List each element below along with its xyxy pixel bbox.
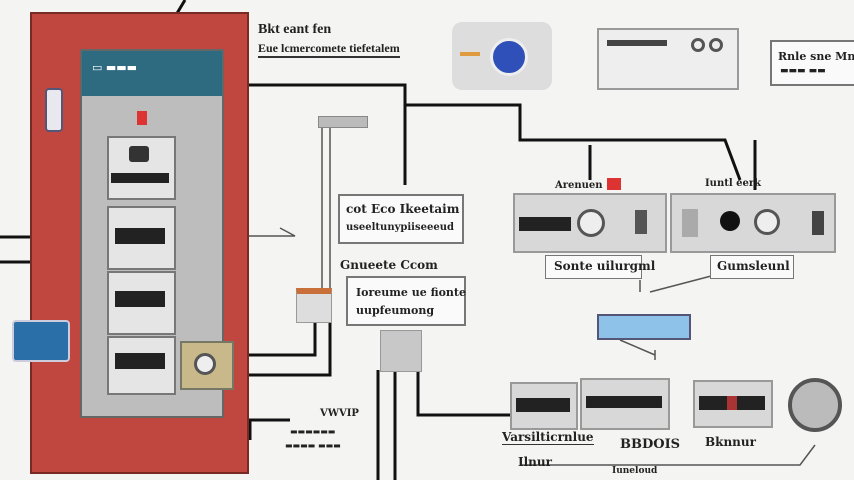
info-box-2-line-2: uupfeumong [356, 304, 435, 317]
info-box-2: Ioreume ue fionte uupfeumong [346, 276, 466, 326]
info-box-1-line-2: useeltunypiiseeeud [346, 222, 454, 233]
globe-circle [490, 38, 528, 76]
globe-icon [452, 22, 552, 90]
tool-icon [12, 320, 70, 362]
bottom-label-5: Iuneloud [612, 466, 658, 476]
blue-module [597, 314, 691, 340]
bottom-label-3: Bknnur [705, 435, 756, 449]
panel-inner: ▭ ▬▬▬ [80, 49, 234, 418]
device-1[interactable] [513, 193, 667, 253]
panel-header: ▭ ▬▬▬ [82, 51, 222, 96]
device-2-caption-text: Gumsleunl [717, 259, 790, 273]
bottom-label-2: BBDOIS [620, 437, 681, 452]
junction-knob [194, 353, 216, 375]
indicator-red [607, 178, 621, 190]
device-2-caption: Gumsleunl [710, 255, 794, 279]
wire-top-right [405, 103, 742, 181]
device-1-switch [635, 210, 647, 234]
bottom-device-3-indicator [727, 396, 737, 410]
device-1-slot [519, 217, 571, 231]
device-2-lever [682, 209, 698, 237]
device-1-knob [577, 209, 605, 237]
device-2-knob [754, 209, 780, 235]
terminal-block [296, 288, 332, 323]
wire-drops [588, 140, 757, 190]
top-device-display [607, 40, 667, 46]
bottom-device-3[interactable] [693, 380, 773, 428]
caption-mid: Gnueete Ccom [340, 258, 438, 272]
meter-module[interactable] [107, 136, 176, 200]
bottom-device-1[interactable] [510, 382, 578, 430]
device-1-caption-text: Sonte uilurgml [554, 259, 656, 273]
info-box-2-line-1: Ioreume ue fionte [356, 286, 466, 299]
arrow [240, 227, 296, 237]
electrical-panel: ▭ ▬▬▬ [30, 12, 249, 474]
top-device-knob-2 [709, 38, 723, 52]
device-1-caption: Sonte uilurgml [545, 255, 655, 279]
small-label-3: ▬▬▬▬ ▬▬▬ [285, 440, 341, 450]
bottom-device-2-slot [586, 396, 662, 408]
bottom-device-1-slot [516, 398, 570, 412]
bottom-line [520, 444, 816, 466]
junction-box[interactable] [180, 341, 234, 390]
pipe-head [318, 116, 368, 128]
wire-down [376, 370, 397, 480]
tape-icon [788, 378, 842, 432]
top-device-1-label: Arenuen [555, 180, 603, 191]
meter-slot [111, 173, 169, 183]
title-line-1: Bkt eant fen [258, 22, 332, 37]
top-device [597, 28, 739, 90]
small-label-2: ▬▬▬▬▬▬ [290, 426, 336, 436]
bottom-label-1: Varsilticrnlue [502, 430, 594, 445]
info-box-1: cot Eco Ikeetaim useeltunypiiseeeud [338, 194, 464, 244]
conduit-box [380, 330, 422, 372]
plug-icon [45, 88, 63, 132]
device-2-button [720, 211, 740, 231]
bottom-device-2[interactable] [580, 378, 670, 430]
wire-bottom [416, 370, 515, 417]
pipe [321, 120, 331, 300]
breaker-1 [115, 228, 165, 244]
indicator-light [137, 111, 147, 125]
small-label-1: VWVIP [320, 408, 359, 419]
note-text-2: ▬▬▬ ▬▬ [780, 66, 826, 76]
breaker-3 [115, 353, 165, 369]
meter-icon [129, 146, 149, 162]
bottom-label-4: Ilnur [518, 455, 552, 469]
globe-plus [460, 52, 480, 56]
breaker-2 [115, 291, 165, 307]
top-device-2-label: Iuntl eerk [705, 178, 762, 189]
note-box: Rnle sne Mnl ▬▬▬ ▬▬ [770, 40, 854, 86]
device-2-switch [812, 211, 824, 235]
info-box-1-line-1: cot Eco Ikeetaim [346, 202, 460, 216]
thin-wires [619, 274, 716, 360]
title-line-2: Eue lcmercomete tiefetalem [258, 41, 400, 58]
device-2[interactable] [670, 193, 836, 253]
note-text: Rnle sne Mnl [778, 50, 854, 63]
top-device-knob-1 [691, 38, 705, 52]
